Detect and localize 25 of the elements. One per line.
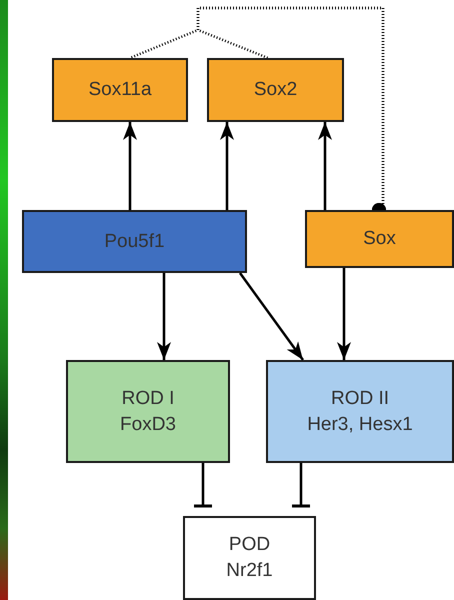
arrow [123, 122, 137, 210]
arrow [157, 273, 171, 360]
group-title: POD [228, 533, 270, 557]
gene-name: Sox [363, 227, 396, 251]
gene-name: Nr2f1 [226, 559, 273, 583]
group-title: ROD II [330, 386, 390, 410]
arrow [220, 122, 234, 210]
gene-group-box [183, 516, 316, 600]
gene-name: Sox11a [88, 78, 152, 102]
arrow [337, 268, 351, 360]
inhibition-line [192, 463, 214, 508]
gene-box [52, 58, 188, 122]
gene-name: Her3, Hesx1 [307, 412, 413, 436]
gene-box [207, 58, 344, 122]
inhibition-line [290, 463, 312, 508]
gene-name: FoxD3 [120, 412, 176, 436]
gene-name: Sox2 [254, 78, 298, 102]
gene-name: Pou5f1 [104, 230, 165, 254]
arrow [238, 272, 304, 361]
gene-box [305, 210, 454, 268]
group-title: ROD I [122, 386, 174, 410]
gene-group-box [266, 360, 454, 463]
arrow [318, 122, 332, 210]
gene-group-box [66, 360, 230, 463]
gene-box [22, 210, 247, 273]
